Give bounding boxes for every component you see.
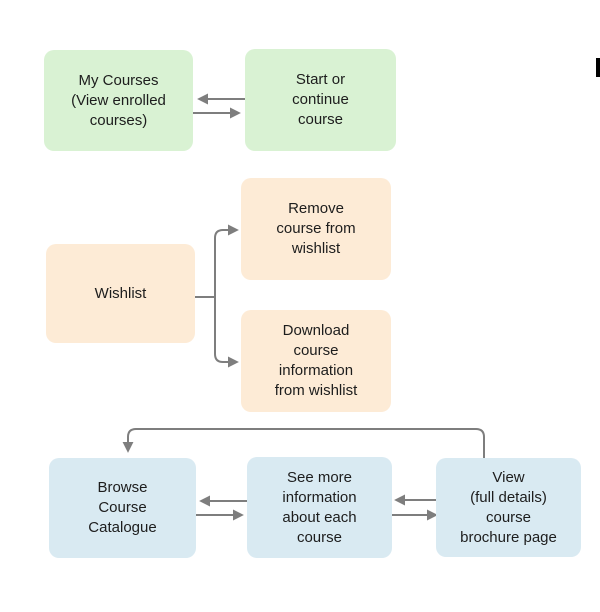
- node-download-course-information: Download course information from wishlis…: [241, 310, 391, 412]
- node-remove-course-from-wishlist-label: Remove course from wishlist: [276, 200, 356, 257]
- node-start-or-continue-course: Start or continue course: [245, 49, 396, 151]
- node-my-courses: My Courses (View enrolled courses): [44, 50, 193, 151]
- node-wishlist-label: Wishlist: [94, 284, 147, 302]
- node-browse-course-catalogue-label: Browse Course Catalogue: [88, 479, 157, 536]
- node-start-or-continue-course-label: Start or continue course: [292, 71, 349, 128]
- edge-wishlist-to-download-arrow: [214, 297, 239, 368]
- node-view-course-brochure-page-label: View (full details) course brochure page: [460, 468, 557, 546]
- node-remove-course-from-wishlist: Remove course from wishlist: [241, 178, 391, 280]
- node-see-more-information: See more information about each course: [247, 457, 392, 558]
- node-view-course-brochure-page: View (full details) course brochure page: [436, 458, 581, 557]
- edge-wishlist-to-remove-arrow: [214, 224, 239, 297]
- node-see-more-information-label: See more information about each course: [282, 468, 357, 546]
- edge-view-to-browse-loop-arrow: [122, 428, 485, 458]
- node-browse-course-catalogue: Browse Course Catalogue: [49, 458, 196, 558]
- clipped-black-mark: [596, 58, 600, 77]
- node-my-courses-label: My Courses (View enrolled courses): [71, 71, 166, 129]
- node-wishlist: Wishlist: [46, 244, 195, 343]
- node-download-course-information-label: Download course information from wishlis…: [274, 322, 358, 399]
